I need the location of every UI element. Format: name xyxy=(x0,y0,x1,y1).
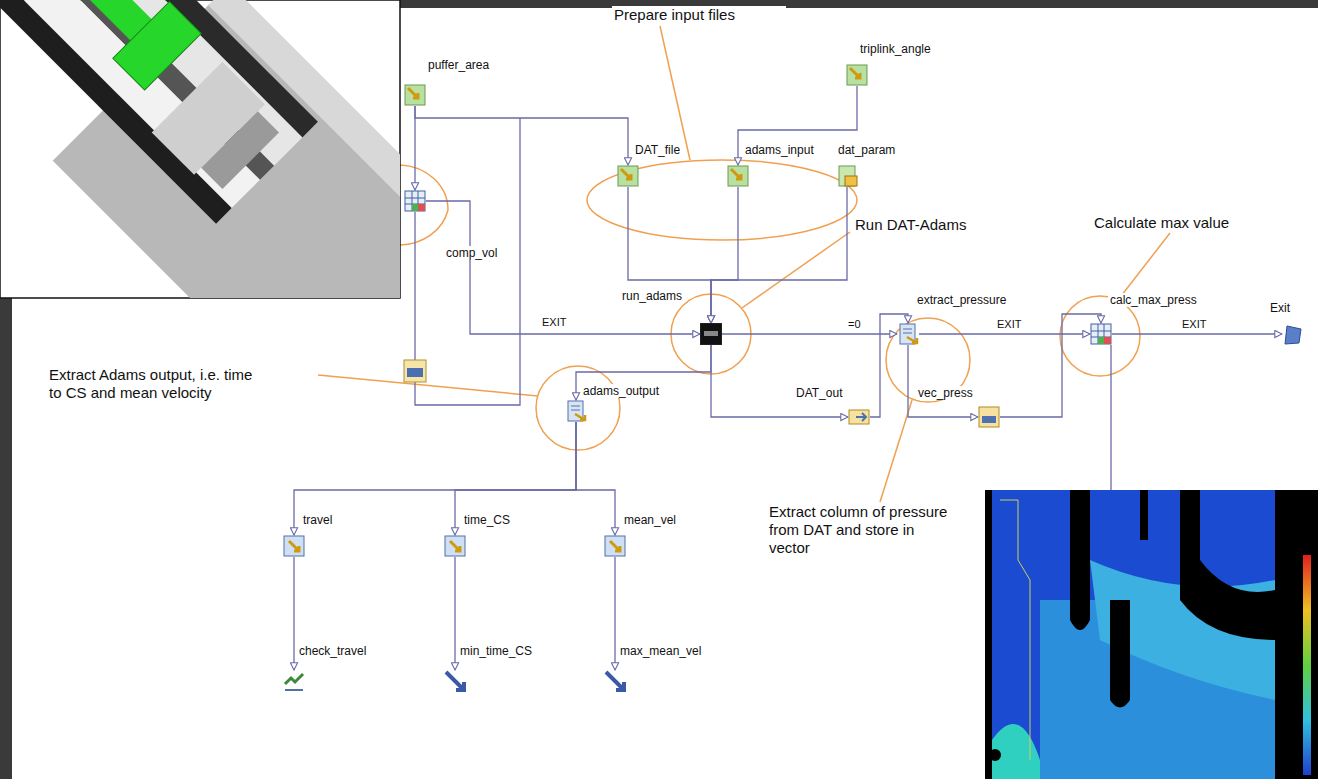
flow-connector xyxy=(294,422,576,535)
node-icon xyxy=(283,670,305,692)
node-icon xyxy=(565,400,587,422)
flow-connector xyxy=(454,557,455,670)
node-icon xyxy=(617,165,639,187)
workflow-node: travel xyxy=(283,535,305,557)
node-label: min_time_CS xyxy=(458,644,534,658)
node-label: dat_param xyxy=(836,143,897,157)
node-label: max_mean_vel xyxy=(618,644,703,658)
node-icon xyxy=(846,64,868,86)
node-label: triplink_angle xyxy=(858,42,933,56)
node-icon xyxy=(283,535,305,557)
node-icon xyxy=(604,535,626,557)
workflow-node: DAT_out xyxy=(848,406,870,428)
node-icon xyxy=(604,670,626,692)
node-label: puffer_area xyxy=(426,58,491,72)
node-icon xyxy=(1282,323,1304,345)
connector-label: =0 xyxy=(846,318,863,331)
workflow-node: dat_param xyxy=(836,165,858,187)
node-label: extract_pressure xyxy=(915,293,1008,307)
flow-connector xyxy=(426,201,700,334)
node-icon xyxy=(978,406,1000,428)
workflow-node: vec_press xyxy=(978,406,1000,428)
workflow-node: mean_vel xyxy=(604,535,626,557)
flow-connector xyxy=(414,106,415,190)
node-label: travel xyxy=(301,513,334,527)
workflow-node: adams_input xyxy=(727,165,749,187)
value-icon xyxy=(404,360,426,382)
node-label: DAT_out xyxy=(794,386,844,400)
node-label: time_CS xyxy=(462,513,512,527)
node-icon xyxy=(444,535,466,557)
workflow-node: calc_max_press xyxy=(1090,323,1112,345)
node-icon xyxy=(404,190,426,212)
node-label: DAT_file xyxy=(633,143,682,157)
node-label: adams_input xyxy=(743,143,816,157)
node-icon xyxy=(727,165,749,187)
workflow-node: adams_output xyxy=(565,400,587,422)
callout-note: Calculate max value xyxy=(1092,214,1266,232)
callout-note: Prepare input files xyxy=(612,6,786,24)
node-icon xyxy=(700,323,722,345)
flow-connector xyxy=(711,187,847,323)
node-icon xyxy=(848,406,870,428)
canvas xyxy=(12,8,1318,779)
workflow-node: Exit xyxy=(1282,323,1304,345)
flow-connector xyxy=(455,422,576,535)
flow-connector xyxy=(722,333,897,334)
puffer-illustration xyxy=(0,0,526,458)
workflow-node: run_adams xyxy=(700,323,722,345)
node-label: Exit xyxy=(1268,301,1292,315)
flow-connector xyxy=(576,422,615,535)
flow-connector xyxy=(919,333,1090,334)
node-icon xyxy=(444,670,466,692)
loop-wire xyxy=(415,118,1111,490)
node-label: run_adams xyxy=(620,289,684,303)
node-icon xyxy=(1090,323,1112,345)
workflow-node: min_time_CS xyxy=(444,670,466,692)
flow-connector xyxy=(293,557,294,670)
node-icon xyxy=(897,323,919,345)
workflow-node: comp_vol xyxy=(404,190,426,212)
flow-connector xyxy=(1112,333,1282,334)
connector-label: EXIT xyxy=(540,316,568,329)
node-label: vec_press xyxy=(916,386,975,400)
workflow-node: max_mean_vel xyxy=(604,670,626,692)
callout-note: Run DAT-Adams xyxy=(853,216,997,234)
callout-note: Extract Adams output, i.e. time to CS an… xyxy=(47,366,256,402)
node-label: mean_vel xyxy=(622,513,678,527)
workflow-node: DAT_file xyxy=(617,165,639,187)
flow-connector xyxy=(614,557,615,670)
workflow-node: extract_pressure xyxy=(897,323,919,345)
flow-connector xyxy=(908,345,978,417)
workflow-node: time_CS xyxy=(444,535,466,557)
pressure-field-plot xyxy=(985,490,1318,779)
node-icon xyxy=(404,84,426,106)
workflow-node: triplink_angle xyxy=(846,64,868,86)
flow-connector xyxy=(711,345,848,417)
flow-connector xyxy=(711,187,738,323)
workflow-node: puffer_area xyxy=(404,84,426,106)
node-icon xyxy=(836,165,858,187)
callout-note: Extract column of pressure from DAT and … xyxy=(767,503,951,557)
workflow-node: check_travel xyxy=(283,670,305,692)
node-label: check_travel xyxy=(297,644,368,658)
connector-label: EXIT xyxy=(1180,318,1208,331)
flow-connector xyxy=(415,106,628,165)
node-label: adams_output xyxy=(581,384,661,398)
connector-label: EXIT xyxy=(995,318,1023,331)
node-label: calc_max_press xyxy=(1108,293,1199,307)
flow-connector xyxy=(576,345,711,400)
node-label: comp_vol xyxy=(444,246,499,260)
callout-marks xyxy=(318,26,1170,502)
